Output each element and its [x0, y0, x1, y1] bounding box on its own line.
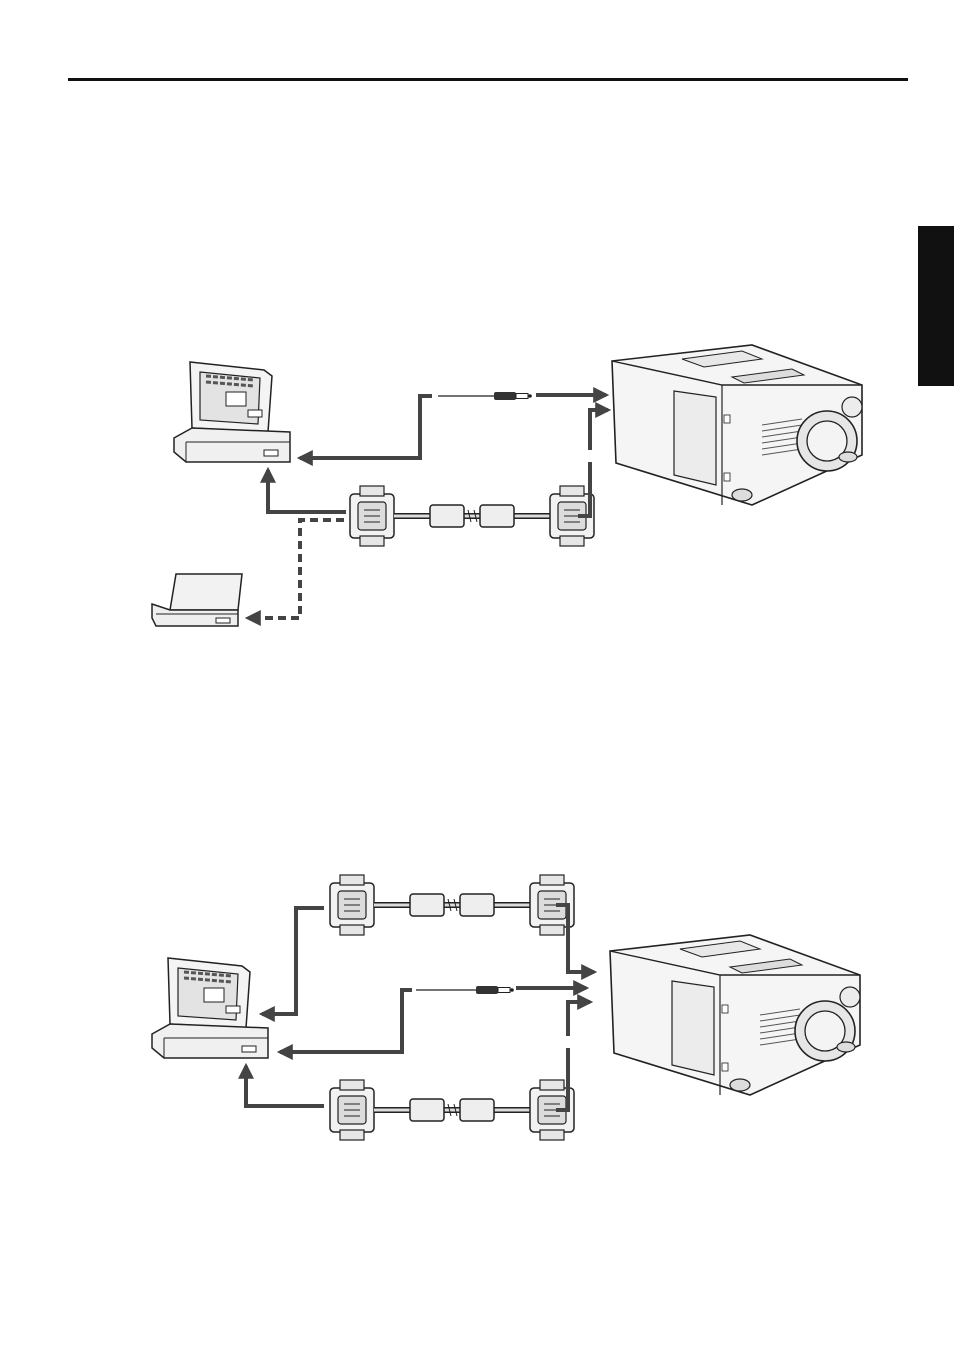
projector-icon	[612, 345, 862, 505]
diagram-2	[152, 875, 860, 1140]
dashed-cable-to-laptop	[248, 520, 344, 618]
diagram-1	[152, 345, 862, 626]
audio-cable	[300, 392, 606, 458]
rgb-cable-upper	[262, 875, 594, 1014]
laptop-icon	[152, 574, 242, 626]
desktop-computer-icon	[174, 362, 290, 462]
desktop-computer-icon	[152, 958, 268, 1058]
rgb-cable-lower	[246, 1002, 590, 1140]
rgb-cable	[248, 410, 608, 618]
audio-cable	[280, 986, 586, 1052]
projector-icon	[610, 935, 860, 1095]
stereo-mini-plug-icon	[476, 986, 514, 994]
stereo-mini-plug-icon	[494, 392, 532, 400]
